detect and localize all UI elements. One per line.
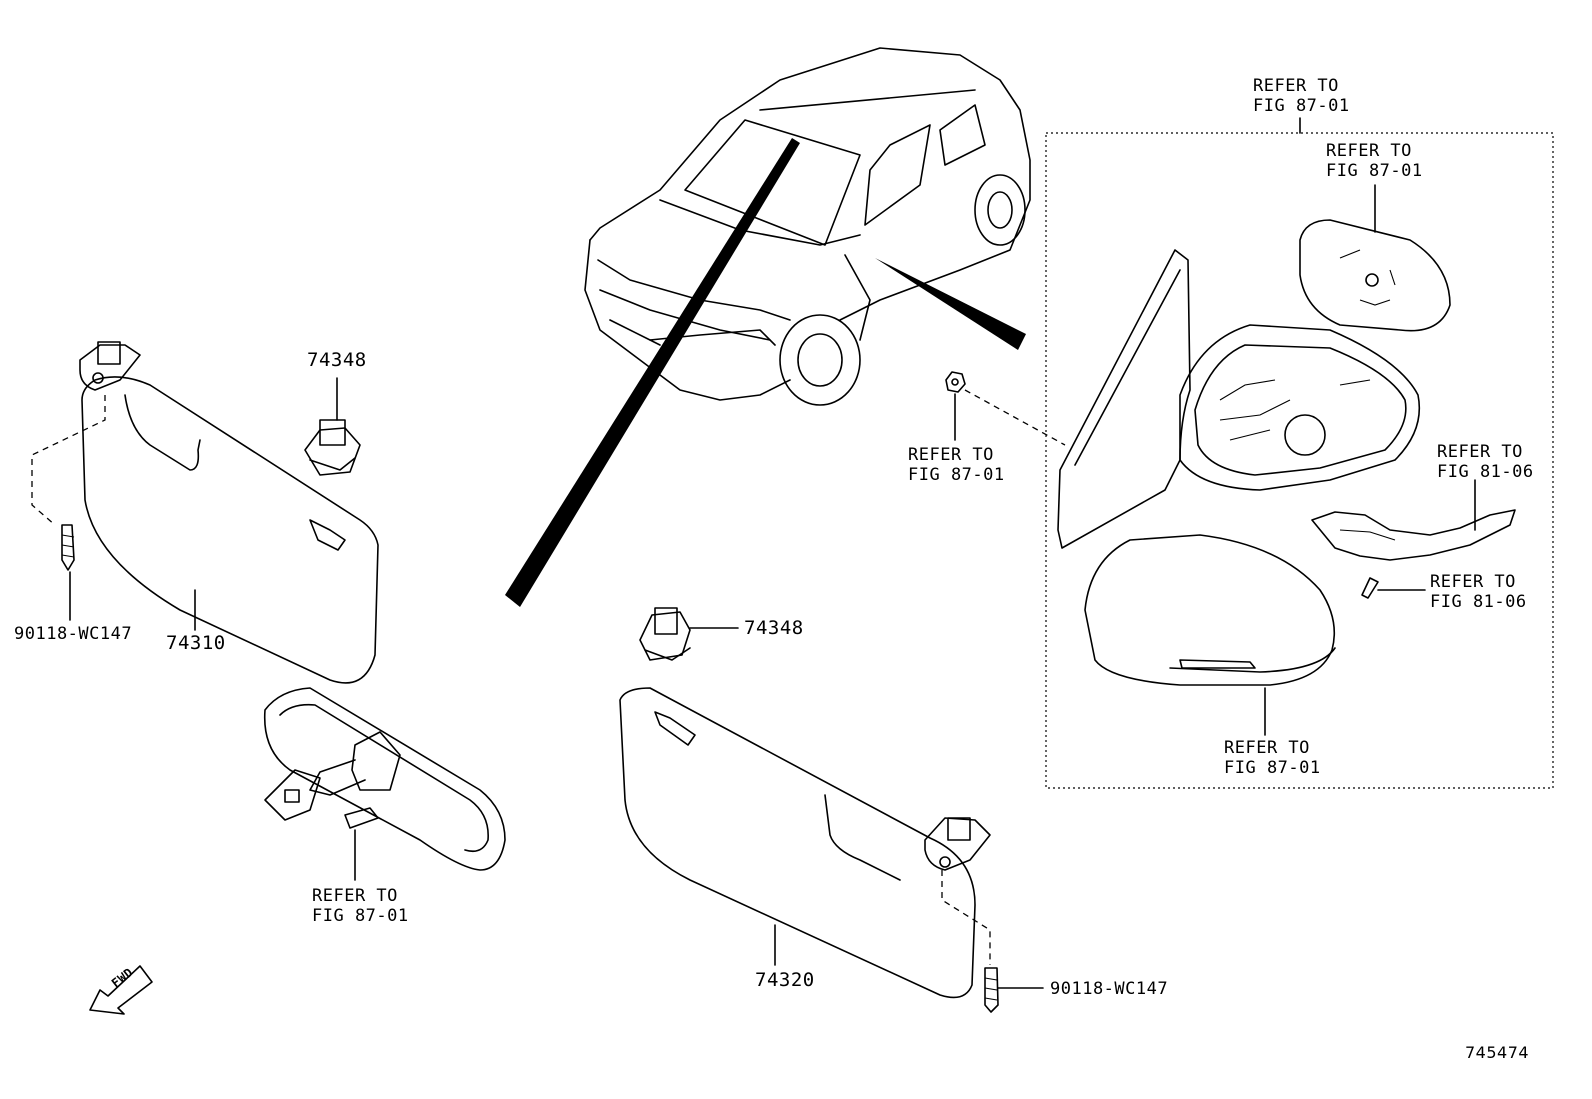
- leader-wedge-interior: [505, 138, 800, 607]
- clip-74348-middle: [639, 607, 739, 661]
- outer-mirror-cover: [1084, 534, 1336, 736]
- fwd-arrow: [89, 965, 153, 1015]
- screw-dash-right: [941, 870, 991, 965]
- figure-id: 745474: [1465, 1043, 1530, 1062]
- screw-right: [984, 967, 1044, 1013]
- part-number-screw-right: 90118-WC147: [1050, 979, 1169, 999]
- outer-mirror-housing: [1179, 324, 1421, 491]
- nut-dash: [964, 389, 1066, 446]
- vehicle-outline: [584, 47, 1031, 406]
- sun-visor-left: [79, 341, 379, 684]
- part-number-74348-middle: 74348: [744, 617, 804, 639]
- outer-mirror-base: [1057, 249, 1191, 549]
- turn-signal-lamp: [1311, 479, 1516, 561]
- sun-visor-right: [619, 687, 991, 999]
- part-number-74320: 74320: [755, 969, 815, 991]
- part-number-screw-left: 90118-WC147: [14, 624, 133, 644]
- clip-74348-top: [304, 377, 361, 476]
- leader-wedge-mirror: [875, 258, 1026, 350]
- turn-signal-screw: [1361, 577, 1426, 599]
- part-number-74310: 74310: [166, 632, 226, 654]
- screw-dash-left: [31, 395, 106, 526]
- outer-mirror-group-box: [1045, 132, 1554, 789]
- inner-rear-view-mirror: [263, 687, 506, 881]
- screw-left: [61, 524, 75, 621]
- outer-mirror-glass: [1299, 184, 1451, 332]
- mirror-nut: [945, 371, 966, 441]
- part-number-74348-top: 74348: [307, 349, 367, 371]
